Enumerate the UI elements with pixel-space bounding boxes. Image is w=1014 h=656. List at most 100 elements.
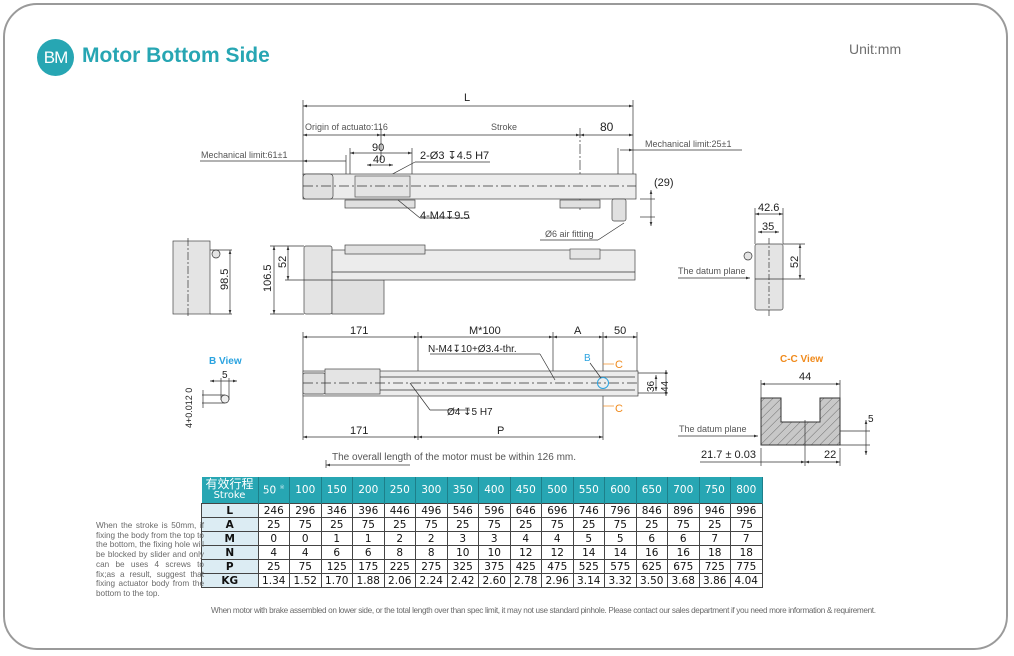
stroke-col-header: 800 (730, 477, 763, 504)
stroke-col-header: 650 (636, 477, 668, 504)
table-cell: 325 (446, 559, 479, 574)
table-cell: 3.50 (635, 573, 668, 588)
table-cell: 2.78 (509, 573, 542, 588)
table-cell: 525 (572, 559, 605, 574)
dim-44-bottom: 44 (660, 380, 671, 392)
table-cell: 25 (572, 517, 605, 532)
origin-label: Origin of actuato:116 (305, 122, 388, 132)
tap-hole-top: 4-M4↧9.5 (420, 210, 470, 222)
table-cell: 2 (383, 531, 416, 546)
table-cell: 5 (604, 531, 637, 546)
stroke-col-header: 200 (352, 477, 385, 504)
dim-29: (29) (654, 177, 674, 189)
cc-dim-44: 44 (799, 371, 811, 383)
table-cell: 12 (541, 545, 574, 560)
table-cell: 14 (572, 545, 605, 560)
table-cell: 746 (572, 503, 605, 518)
table-cell: 646 (509, 503, 542, 518)
dim-36: 36 (646, 380, 657, 392)
table-cell: 25 (383, 517, 416, 532)
stroke-50-note: When the stroke is 50mm, if fixing the b… (96, 521, 204, 598)
stroke-value: 550 (578, 484, 599, 496)
table-cell: 16 (635, 545, 668, 560)
table-cell: 12 (509, 545, 542, 560)
pin-hole-bottom: Ø4 ↧5 H7 (447, 407, 493, 418)
stroke-col-header: 350 (447, 477, 479, 504)
side-view (172, 238, 636, 318)
table-cell: 8 (383, 545, 416, 560)
table-cell: 446 (383, 503, 416, 518)
table-cell: 675 (667, 559, 700, 574)
table-cell: 846 (635, 503, 668, 518)
stroke-header-en: Stroke (213, 490, 246, 501)
table-cell: 2.96 (541, 573, 574, 588)
table-cell: 0 (257, 531, 290, 546)
stroke-value: 200 (358, 484, 379, 496)
table-cell: 6 (667, 531, 700, 546)
table-cell: 3.68 (667, 573, 700, 588)
section-badge: BM (37, 39, 74, 76)
table-cell: 896 (667, 503, 700, 518)
table-cell: 10 (446, 545, 479, 560)
dim-80: 80 (600, 120, 614, 134)
dim-171-bottom: 171 (350, 425, 368, 437)
row-label: N (201, 545, 259, 560)
table-cell: 775 (730, 559, 763, 574)
table-cell: 575 (604, 559, 637, 574)
datum-plane-cc: The datum plane (679, 424, 747, 434)
table-cell: 25 (320, 517, 353, 532)
table-cell: 4 (257, 545, 290, 560)
stroke-value: 600 (610, 484, 631, 496)
air-fitting-label: Ø6 air fitting (545, 229, 594, 239)
pin-hole-top: 2-Ø3 ↧4.5 H7 (420, 150, 489, 162)
table-cell: 7 (730, 531, 763, 546)
table-cell: 3.32 (604, 573, 637, 588)
table-cell: 296 (289, 503, 322, 518)
stroke-value: 300 (421, 484, 442, 496)
table-cell: 4.04 (730, 573, 763, 588)
table-cell: 475 (541, 559, 574, 574)
table-cell: 1.70 (320, 573, 353, 588)
dim-90: 90 (372, 142, 384, 154)
stroke-col-header: 250 (384, 477, 416, 504)
dim-52-end: 52 (789, 256, 801, 268)
table-cell: 6 (635, 531, 668, 546)
stroke-col-header: 300 (415, 477, 448, 504)
table-cell: 6 (352, 545, 385, 560)
table-cell: 75 (667, 517, 700, 532)
top-view (200, 100, 742, 241)
dim-P: P (497, 425, 504, 437)
label-C-bottom: C (615, 403, 623, 415)
stroke-value: 700 (673, 484, 694, 496)
unit-label: Unit:mm (849, 41, 902, 57)
label-B: B (584, 353, 591, 364)
table-cell: 75 (604, 517, 637, 532)
stroke-header-label: 有效行程 Stroke (201, 477, 259, 504)
page-title: Motor Bottom Side (82, 44, 270, 67)
end-view (678, 208, 805, 318)
table-cell: 996 (730, 503, 763, 518)
table-cell: 75 (415, 517, 448, 532)
stroke-col-header: 500 (541, 477, 574, 504)
row-label: L (201, 503, 259, 518)
dim-98-5: 98.5 (219, 269, 231, 290)
row-label: M (201, 531, 259, 546)
table-cell: 375 (478, 559, 511, 574)
dim-50: 50 (614, 325, 626, 337)
table-cell: 2.06 (383, 573, 416, 588)
b-view-title: B View (209, 356, 242, 367)
stroke-header-cn: 有效行程 (205, 477, 254, 491)
label-C-top: C (615, 359, 623, 371)
table-cell: 25 (446, 517, 479, 532)
row-label: KG (201, 573, 259, 588)
table-cell: 5 (572, 531, 605, 546)
table-cell: 546 (446, 503, 479, 518)
b-view-tolerance: 4+0.012 0 (184, 388, 194, 428)
table-cell: 4 (509, 531, 542, 546)
